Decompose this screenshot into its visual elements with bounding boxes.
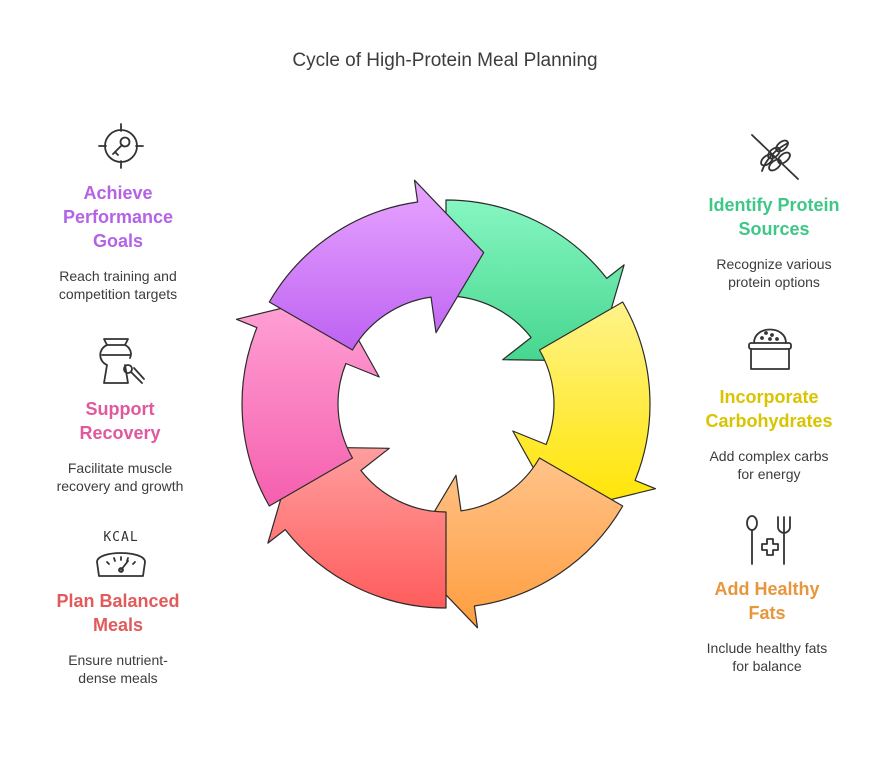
desc-line: dense meals (78, 670, 158, 686)
heading-line: Plan Balanced (56, 591, 180, 611)
step-description: Ensure nutrient- dense meals (18, 651, 218, 687)
step-description: Facilitate muscle recovery and growth (20, 459, 220, 495)
step-heading: Add Healthy Fats (667, 577, 867, 625)
heading-line: Goals (92, 231, 144, 251)
step-heading: Incorporate Carbohydrates (669, 385, 869, 433)
arrow-healthy-fats (407, 457, 624, 629)
step-support-recovery: Support Recovery Facilitate muscle recov… (20, 397, 220, 495)
heading-line: Support (85, 399, 155, 419)
step-heading: Support Recovery (20, 397, 220, 445)
desc-line: Recognize various (716, 256, 832, 272)
arrow-identify-protein (445, 199, 625, 362)
heading-line: Add Healthy (714, 579, 820, 599)
step-description: Include healthy fats for balance (667, 639, 867, 675)
desc-line: Reach training and (59, 268, 177, 284)
arrow-performance-goals (268, 179, 485, 351)
desc-line: recovery and growth (56, 478, 184, 494)
step-description: Add complex carbs for energy (669, 447, 869, 483)
step-description: Recognize various protein options (674, 255, 874, 291)
arrow-carbohydrates (512, 301, 657, 513)
heading-line: Achieve (83, 183, 153, 203)
heading-line: Performance (62, 207, 174, 227)
step-heading: Achieve Performance Goals (18, 181, 218, 253)
step-plan-balanced-meals: Plan Balanced Meals Ensure nutrient- den… (18, 589, 218, 687)
desc-line: for energy (737, 466, 801, 482)
step-heading: Plan Balanced Meals (18, 589, 218, 637)
kcal-label: KCAL (103, 530, 138, 545)
no-wheat-icon (751, 134, 799, 180)
desc-line: competition targets (58, 286, 178, 302)
target-crosshair-icon (98, 123, 144, 169)
step-description: Reach training and competition targets (18, 267, 218, 303)
kcal-scale-icon: KCAL (96, 530, 146, 577)
heading-line: Incorporate (719, 387, 819, 407)
heading-line: Identify Protein (708, 195, 840, 215)
arrow-recovery (235, 295, 380, 507)
desc-line: protein options (728, 274, 820, 290)
desc-line: Include healthy fats (706, 640, 828, 656)
heading-line: Meals (92, 615, 144, 635)
page-title: Cycle of High-Protein Meal Planning (292, 50, 598, 71)
desc-line: Ensure nutrient- (68, 652, 168, 668)
heading-line: Carbohydrates (705, 411, 833, 431)
step-incorporate-carbohydrates: Incorporate Carbohydrates Add complex ca… (669, 385, 869, 483)
desc-line: for balance (732, 658, 802, 674)
heading-line: Fats (748, 603, 786, 623)
flour-sack-icon (748, 328, 792, 370)
heading-line: Sources (738, 219, 810, 239)
step-add-healthy-fats: Add Healthy Fats Include healthy fats fo… (667, 577, 867, 675)
desc-line: Add complex carbs (709, 448, 829, 464)
spoon-fork-health-icon (746, 515, 791, 565)
mortar-pestle-icon (99, 338, 145, 384)
step-heading: Identify Protein Sources (674, 193, 874, 241)
step-achieve-performance-goals: Achieve Performance Goals Reach training… (18, 181, 218, 303)
desc-line: Facilitate muscle (67, 460, 173, 476)
heading-line: Recovery (79, 423, 161, 443)
step-identify-protein-sources: Identify Protein Sources Recognize vario… (674, 193, 874, 291)
arrow-balanced-meals (267, 446, 447, 609)
